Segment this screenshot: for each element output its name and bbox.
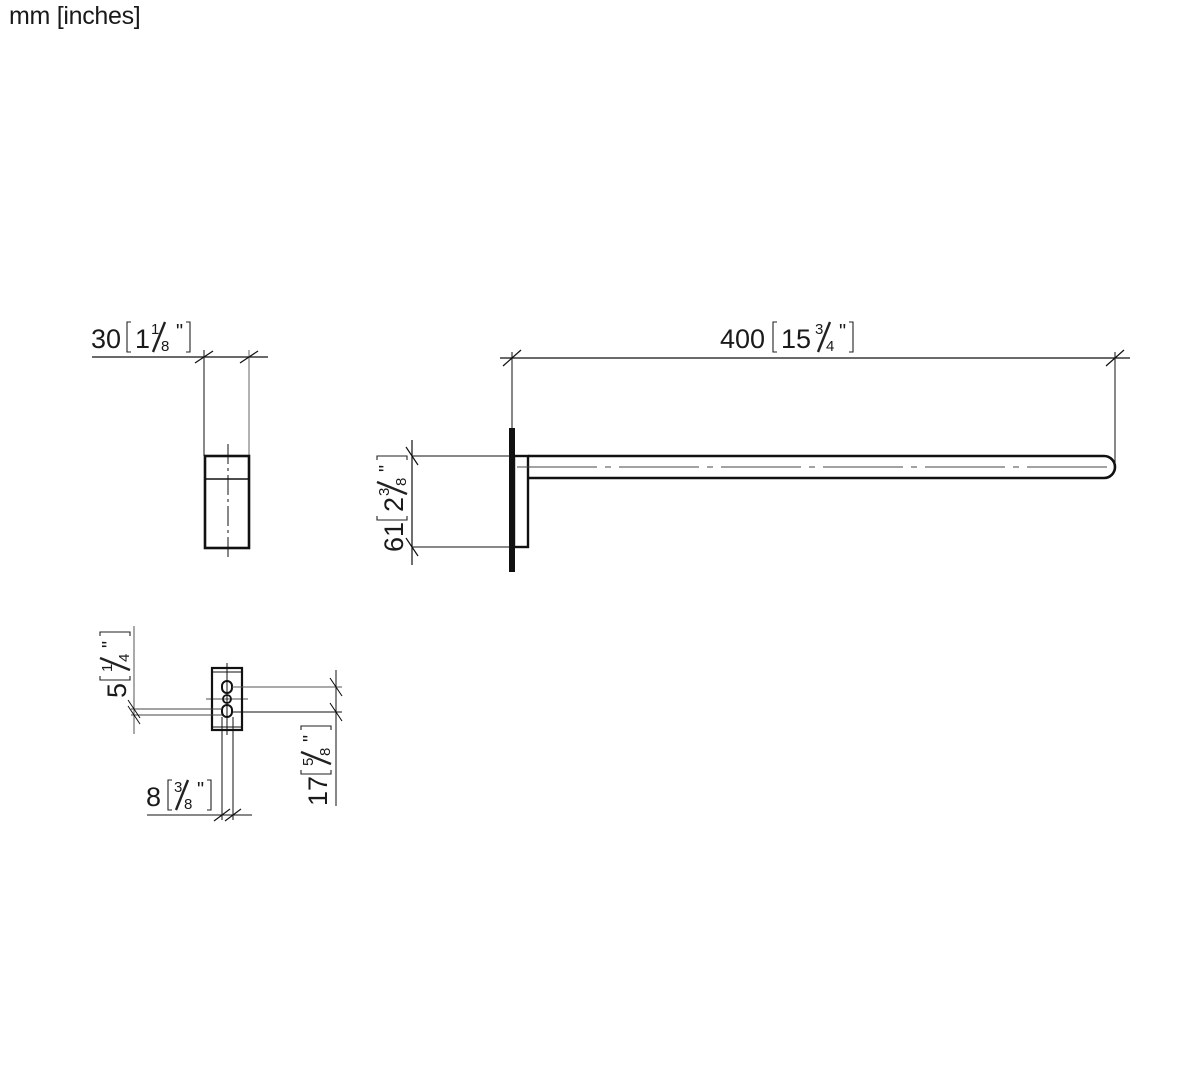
svg-text:15: 15 [781, 324, 811, 354]
svg-text:8: 8 [317, 748, 334, 756]
dim-61-mm: 61 [379, 522, 409, 552]
dim-5-mm: 5 [102, 683, 132, 698]
svg-text:1: 1 [135, 324, 150, 354]
svg-text:": " [197, 779, 204, 801]
front-view [405, 349, 1130, 572]
svg-text:8: 8 [393, 478, 410, 486]
units-label: mm [inches] [9, 2, 141, 30]
svg-text:": " [176, 321, 183, 343]
svg-text:3: 3 [376, 488, 393, 496]
dim-400-mm: 400 [720, 324, 765, 354]
dim-30-mm: 30 [91, 324, 121, 354]
side-view [92, 350, 268, 558]
back-view-hole-spacing-label: 17 5 8 " [300, 725, 334, 806]
svg-text:": " [99, 641, 121, 648]
svg-text:5: 5 [300, 758, 317, 766]
svg-text:4: 4 [826, 338, 834, 355]
svg-text:4: 4 [116, 654, 133, 662]
dim-17-mm: 17 [303, 776, 333, 806]
svg-text:8: 8 [184, 796, 192, 813]
back-view [127, 626, 343, 822]
svg-text:3: 3 [174, 779, 182, 796]
svg-text:": " [376, 465, 398, 472]
svg-text:": " [300, 735, 322, 742]
svg-text:": " [839, 321, 846, 343]
svg-text:8: 8 [161, 338, 169, 355]
dim-8-mm: 8 [146, 782, 161, 812]
front-view-length-label: 400 15 3 4 " [720, 321, 854, 355]
side-view-dimension-label: 30 1 1 8 " [91, 321, 191, 355]
back-view-hole-offset-label: 5 1 4 " [99, 631, 133, 698]
svg-text:1: 1 [99, 664, 116, 672]
svg-text:2: 2 [379, 497, 409, 512]
front-view-height-label: 61 2 3 8 " [376, 455, 410, 552]
svg-text:1: 1 [151, 321, 159, 338]
back-view-hole-width-label: 8 3 8 " [146, 779, 212, 813]
svg-text:3: 3 [815, 321, 823, 338]
